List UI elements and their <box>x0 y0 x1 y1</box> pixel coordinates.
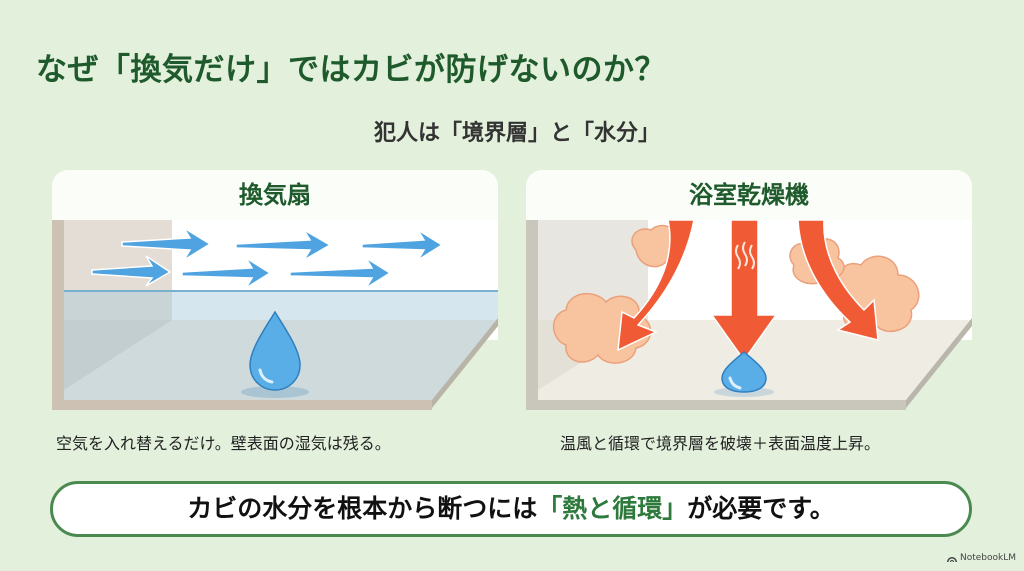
hot-air-arrow-icon <box>617 220 879 362</box>
heat-wave-icon <box>735 241 755 270</box>
dryer-illustration <box>526 220 972 420</box>
brand-label: NotebookLM <box>959 553 1016 563</box>
panel-heading: 換気扇 <box>52 170 498 220</box>
ventilation-caption: 空気を入れ替えるだけ。壁表面の湿気は残る。 <box>56 434 391 453</box>
slide-title: なぜ「換気だけ」ではカビが防げないのか？ <box>36 52 666 88</box>
conclusion-text-before: カビの水分を根本から断つには <box>187 494 538 523</box>
panel-heading: 浴室乾燥機 <box>526 170 972 220</box>
bathroom-dryer-panel: 浴室乾燥機 <box>526 170 972 420</box>
brand-watermark: NotebookLM <box>946 553 1016 563</box>
conclusion-text-after: が必要です。 <box>687 494 835 523</box>
ventilation-illustration <box>52 220 498 420</box>
dryer-caption: 温風と循環で境界層を破壊＋表面温度上昇。 <box>560 434 881 453</box>
water-droplet-icon <box>249 310 301 391</box>
slide-subtitle: 犯人は「境界層」と「水分」 <box>373 121 660 146</box>
notebooklm-logo-icon <box>946 556 957 562</box>
ventilation-fan-panel: 換気扇 <box>52 170 498 420</box>
conclusion-highlight: 「熱と循環」 <box>537 494 688 523</box>
airflow-arrow-icon <box>91 227 444 289</box>
conclusion-banner: カビの水分を根本から断つには「熱と循環」が必要です。 <box>50 481 972 537</box>
